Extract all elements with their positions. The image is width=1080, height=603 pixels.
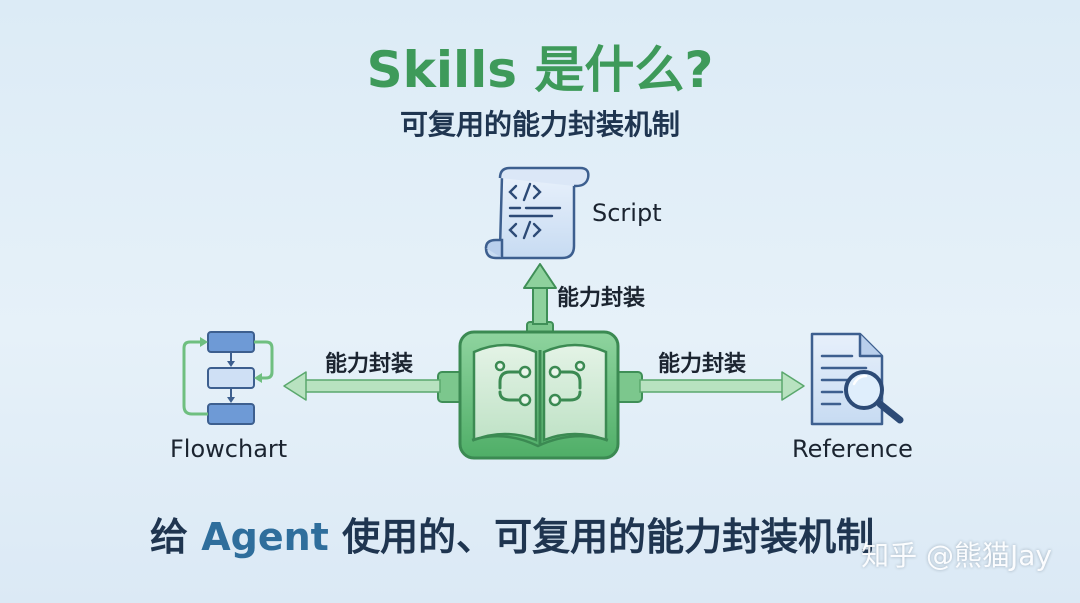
page-subtitle: 可复用的能力封装机制	[399, 108, 680, 141]
bottom-caption: 给 Agent 使用的、可复用的能力封装机制	[150, 506, 874, 561]
edge-label-left: 能力封装	[325, 352, 414, 377]
bottom-caption-agent: Agent	[201, 515, 329, 559]
edge-label-top: 能力封装	[557, 286, 646, 311]
edge-arrow-right	[615, 371, 805, 403]
page-title: Skills 是什么?	[366, 41, 714, 99]
node-label-flowchart: Flowchart	[170, 435, 288, 463]
edge-label-right: 能力封装	[658, 352, 747, 377]
edge-arrow-left	[283, 371, 465, 403]
bottom-caption-suffix: 使用的、可复用的能力封装机制	[342, 515, 875, 559]
node-label-script: Script	[592, 199, 662, 227]
book-circuit-icon	[458, 330, 620, 460]
watermark: 知乎 @熊猫Jay	[861, 539, 1052, 572]
node-label-reference: Reference	[792, 435, 913, 463]
flowchart-icon	[182, 331, 274, 425]
document-magnifier-icon	[810, 332, 904, 426]
code-scroll-icon	[484, 166, 590, 260]
bottom-caption-prefix: 给	[150, 515, 189, 559]
